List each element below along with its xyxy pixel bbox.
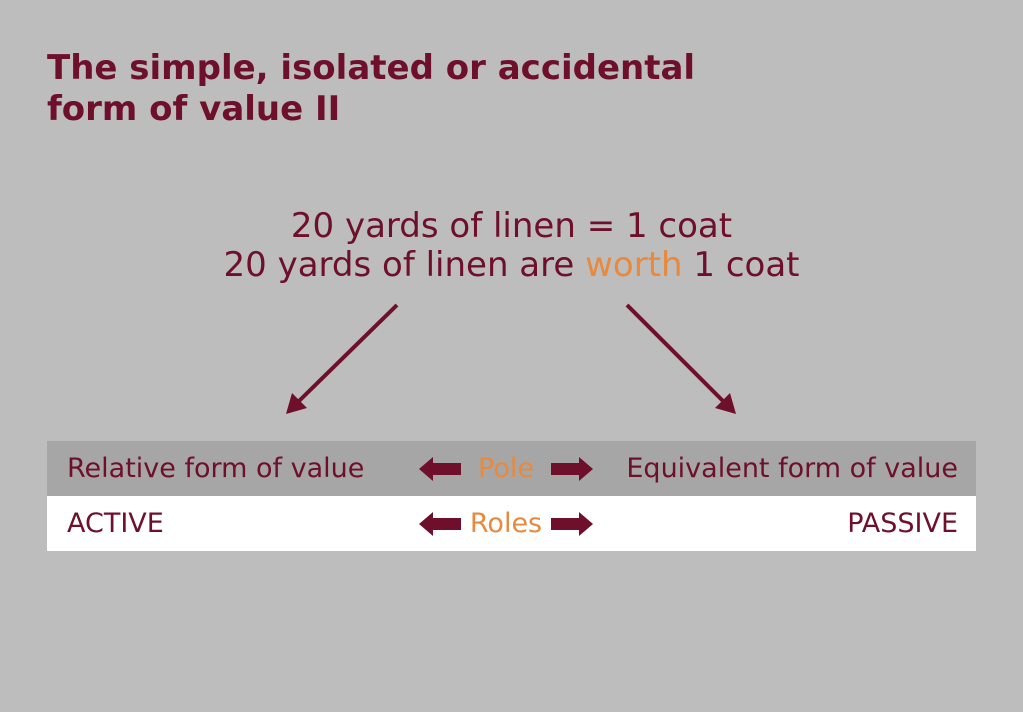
slide-title-line-1: The simple, isolated or accidental [47, 48, 696, 88]
form-of-value-table: Relative form of value Pole Equivalent f… [47, 441, 976, 551]
roles-label: Roles [469, 508, 543, 539]
equivalent-form-label: Equivalent form of value [626, 453, 958, 484]
slide-title-line-2: form of value II [47, 89, 341, 129]
slide-title: The simple, isolated or accidental form … [47, 48, 695, 130]
left-arrow-icon [419, 457, 461, 481]
active-label: ACTIVE [67, 508, 164, 539]
equation-accent-word: worth [585, 245, 683, 285]
equation-line-1: 20 yards of linen = 1 coat [290, 206, 733, 246]
arrow-to-equivalent-form [625, 303, 736, 414]
right-arrow-icon [551, 457, 593, 481]
equation-line-2-end: 1 coat [682, 245, 800, 285]
pole-row: Relative form of value Pole Equivalent f… [47, 441, 976, 496]
equation-line-2-start: 20 yards of linen are [223, 245, 586, 285]
roles-row: ACTIVE Roles PASSIVE [47, 496, 976, 551]
pole-cell: Pole [419, 441, 593, 496]
pole-label: Pole [478, 453, 534, 484]
arrow-to-relative-form [286, 303, 399, 414]
roles-cell: Roles [419, 496, 593, 551]
left-arrow-icon [419, 512, 461, 536]
passive-label: PASSIVE [847, 508, 958, 539]
right-arrow-icon [551, 512, 593, 536]
equation-line-2: 20 yards of linen are worth 1 coat [0, 245, 1023, 285]
relative-form-label: Relative form of value [67, 453, 365, 484]
